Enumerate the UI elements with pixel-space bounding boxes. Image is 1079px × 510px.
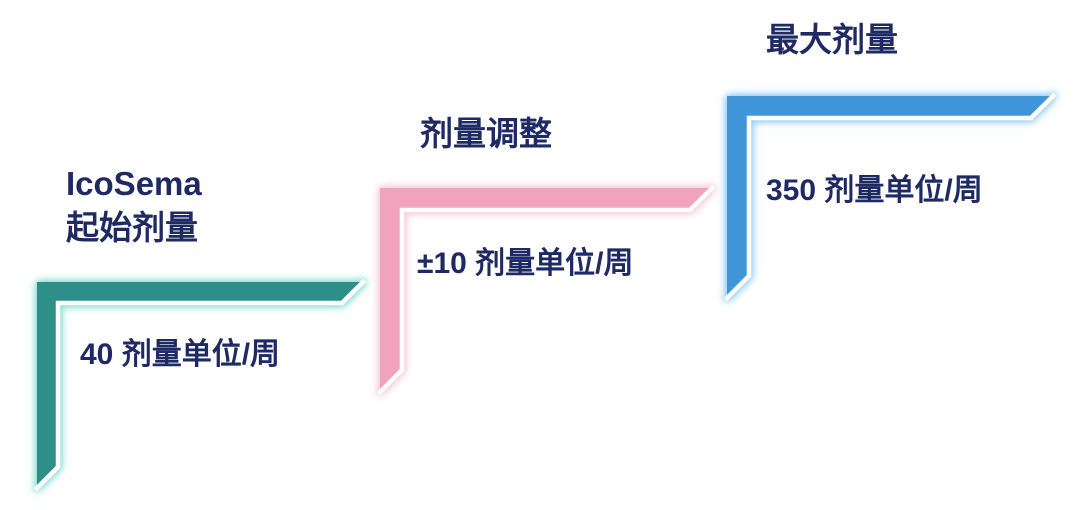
dose-adjustment-band <box>380 188 712 392</box>
maximum-dose-title: 最大剂量 <box>766 21 898 58</box>
starting-dose-band <box>37 282 363 488</box>
dose-adjustment-bracket <box>376 184 716 396</box>
starting-dose-brand-label: IcoSema <box>66 165 202 202</box>
dose-adjustment-value: ±10 剂量单位/周 <box>417 247 634 280</box>
dose-adjustment-band-inner-outline <box>376 184 716 396</box>
maximum-dose-value: 350 剂量单位/周 <box>766 174 983 207</box>
starting-dose-bracket <box>33 278 367 492</box>
maximum-dose-bracket <box>723 92 1057 302</box>
dose-adjustment-title: 剂量调整 <box>420 115 552 152</box>
starting-dose-value: 40 剂量单位/周 <box>80 338 281 371</box>
starting-dose-band-inner-outline <box>33 278 367 492</box>
starting-dose-title: 起始剂量 <box>66 209 198 246</box>
maximum-dose-band-inner-outline <box>723 92 1057 302</box>
